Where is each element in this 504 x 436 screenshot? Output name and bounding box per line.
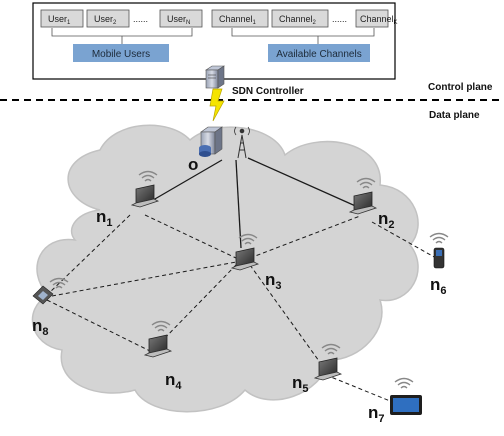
user-box-1 <box>40 9 84 28</box>
laptop-icon <box>313 357 343 381</box>
node-n8: n8 <box>32 277 69 338</box>
link-o-n1 <box>147 159 223 204</box>
link-n3-n5 <box>249 264 325 369</box>
node-n7-label: n7 <box>368 403 385 425</box>
link-n8-n4 <box>46 299 153 353</box>
node-n7: n7 <box>368 377 422 425</box>
nodes-layer: n1 n2 n3 n4 n5 n6 n7 n8 <box>32 170 449 425</box>
channel-box-k-label: ChannelK <box>360 14 398 26</box>
origin-node-label: o <box>188 155 198 174</box>
wifi-signal-icon <box>151 320 171 332</box>
user-box-2 <box>86 9 130 28</box>
available-channels-label-box <box>268 44 370 62</box>
node-n3-label: n3 <box>265 270 282 292</box>
available-channels-label: Available Channels <box>276 49 361 60</box>
link-n5-n7 <box>325 374 401 406</box>
laptop-icon <box>230 247 260 271</box>
user-box-n-label: UserN <box>167 14 190 26</box>
laptop-icon <box>348 191 378 215</box>
node-n2-label: n2 <box>378 209 395 231</box>
link-n2-n6 <box>371 221 437 259</box>
channel-box-1 <box>211 9 269 28</box>
dashed-links <box>46 214 437 406</box>
node-n8-label: n8 <box>32 316 49 338</box>
wifi-signal-icon <box>321 343 341 355</box>
user-box-n <box>159 9 203 28</box>
sdn-controller-server-icon <box>205 65 225 89</box>
wireless-link-lightning-icon <box>209 88 225 122</box>
node-n2: n2 <box>348 177 395 231</box>
node-n4: n4 <box>143 320 182 392</box>
mobile-users-label-box <box>73 44 169 62</box>
data-plane-label: Data plane <box>429 110 480 121</box>
wifi-signal-icon <box>49 277 69 289</box>
node-n1: n1 <box>96 170 160 229</box>
sdn-controller-label: SDN Controller <box>232 86 304 97</box>
users-bracket <box>51 28 193 44</box>
link-n1-n3 <box>144 214 237 259</box>
user-box-1-label: User1 <box>48 14 71 26</box>
wifi-signal-icon <box>394 377 414 389</box>
network-cloud <box>31 124 419 413</box>
origin-server-icon <box>199 126 223 157</box>
link-n3-n2 <box>249 215 361 259</box>
node-n6-label: n6 <box>430 275 447 297</box>
node-n1-label: n1 <box>96 207 113 229</box>
laptop-icon <box>143 334 173 358</box>
available-channels-group: Channel1 Channel2 ...... ChannelK Availa… <box>211 9 398 62</box>
channels-ellipsis: ...... <box>332 14 347 24</box>
channel-box-1-label: Channel1 <box>219 14 257 26</box>
channel-box-k <box>355 9 389 28</box>
link-n1-n8 <box>46 214 131 296</box>
node-n4-label: n4 <box>165 370 182 392</box>
cell-tower-icon <box>234 126 250 159</box>
link-n8-n3 <box>51 261 237 297</box>
user-box-2-label: User2 <box>94 14 117 26</box>
wifi-signal-icon <box>138 170 158 182</box>
tablet-icon <box>390 395 422 415</box>
wifi-signal-icon <box>238 233 258 245</box>
node-n6: n6 <box>429 232 449 297</box>
node-n3: n3 <box>230 233 282 292</box>
mobile-users-label: Mobile Users <box>92 49 150 60</box>
link-o-n3 <box>235 159 242 249</box>
node-n5-label: n5 <box>292 373 309 395</box>
wifi-signal-icon <box>429 232 449 244</box>
wifi-signal-icon <box>356 177 376 189</box>
mobile-users-group: User1 User2 ...... UserN Mobile Users <box>40 9 203 62</box>
users-ellipsis: ...... <box>133 14 148 24</box>
channel-box-2-label: Channel2 <box>279 14 317 26</box>
phone-icon <box>433 247 445 269</box>
link-o-n2 <box>247 157 361 209</box>
laptop-icon <box>130 184 160 208</box>
channel-box-2 <box>271 9 329 28</box>
node-n5: n5 <box>292 343 343 395</box>
channels-bracket <box>231 28 375 44</box>
solid-links <box>147 157 361 249</box>
pda-icon <box>32 285 54 305</box>
control-plane-label: Control plane <box>428 82 493 93</box>
